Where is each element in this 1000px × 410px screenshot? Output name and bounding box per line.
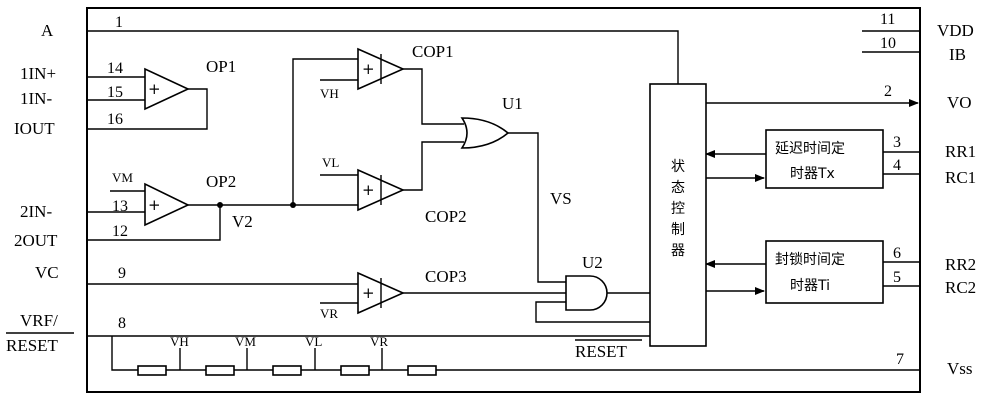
cop1-vh-label: VH [320, 86, 339, 101]
cop2-plus-sign: + [362, 181, 375, 199]
pin-label-vrf: VRF/ [20, 311, 58, 330]
ladder-vl-label: VL [305, 334, 322, 349]
wires [87, 30, 920, 371]
cop3-label: COP3 [425, 267, 467, 286]
u2-label: U2 [582, 253, 603, 272]
pin-label-2in-minus: 2IN- [20, 202, 52, 221]
pin-number-5: 5 [893, 269, 901, 286]
v2-label: V2 [232, 212, 253, 231]
pin-number-3: 3 [893, 134, 901, 151]
u1-or-gate [460, 117, 510, 149]
pin-label-rc2: RC2 [945, 278, 976, 297]
junction-cop-split [290, 202, 296, 208]
state-controller-char-2: 态 [671, 180, 685, 196]
pin-label-2out: 2OUT [14, 231, 58, 250]
pin-label-1in-minus: 1IN- [20, 89, 52, 108]
vs-label: VS [550, 189, 572, 208]
lock-timer-line-2: 时器Ti [790, 278, 830, 294]
cop2-vl-label: VL [322, 155, 339, 170]
op1-label: OP1 [206, 57, 236, 76]
op2-amplifier [144, 182, 190, 227]
pin-number-4: 4 [893, 157, 901, 174]
pin-label-a: A [41, 21, 54, 40]
op2-vm-label: VM [112, 170, 133, 185]
pin-number-11: 11 [880, 11, 895, 28]
pin-number-15: 15 [107, 84, 123, 101]
state-controller-char-5: 器 [671, 243, 685, 259]
state-controller-char-3: 控 [671, 201, 685, 217]
pin-label-vdd: VDD [937, 21, 974, 40]
lock-timer-line-1: 封锁时间定 [775, 252, 845, 268]
op2-label: OP2 [206, 172, 236, 191]
lock-timer-block [765, 240, 884, 304]
ladder-vh-label: VH [170, 334, 189, 349]
pin-number-13: 13 [112, 198, 128, 215]
pin-label-rr1: RR1 [945, 142, 976, 161]
delay-timer-line-2: 时器Tx [790, 166, 835, 182]
cop3-plus-sign: + [362, 284, 375, 302]
op1-plus-sign: + [148, 80, 161, 98]
pin-label-ib: IB [949, 45, 966, 64]
state-controller-char-1: 状 [671, 159, 685, 175]
resistor-5 [407, 365, 437, 376]
resistor-ladder [137, 365, 437, 376]
delay-timer-block [765, 129, 884, 189]
pin-label-reset: RESET [6, 336, 59, 355]
resistor-3 [272, 365, 302, 376]
resistor-1 [137, 365, 167, 376]
cop1-label: COP1 [412, 42, 454, 61]
pin-label-vc: VC [35, 263, 59, 282]
cop3-vr-label: VR [320, 306, 338, 321]
pin-label-rc1: RC1 [945, 168, 976, 187]
u2-and-gate [565, 275, 608, 311]
state-controller-char-4: 制 [671, 222, 685, 238]
ladder-vr-label: VR [370, 334, 388, 349]
u1-label: U1 [502, 94, 523, 113]
pin-number-8: 8 [118, 315, 126, 332]
pin-number-1: 1 [115, 14, 123, 31]
ladder-vm-label: VM [235, 334, 256, 349]
op1-amplifier [144, 67, 190, 111]
resistor-2 [205, 365, 235, 376]
pin-label-vo: VO [947, 93, 972, 112]
pin-number-2: 2 [884, 83, 892, 100]
resistor-4 [340, 365, 370, 376]
pin-number-16: 16 [107, 111, 123, 128]
pin-number-14: 14 [107, 60, 123, 77]
pin-number-12: 12 [112, 223, 128, 240]
pin-number-9: 9 [118, 265, 126, 282]
delay-timer-line-1: 延迟时间定 [775, 141, 845, 157]
junction-v2 [217, 202, 223, 208]
pin-number-10: 10 [880, 35, 896, 52]
pin-label-vss: Vss [947, 359, 973, 378]
reset-line-label: RESET [575, 342, 628, 361]
chip-outline [86, 7, 921, 393]
pin-label-1in-plus: 1IN+ [20, 64, 56, 83]
pin-label-iout: IOUT [14, 119, 55, 138]
state-controller-block [649, 83, 707, 347]
cop2-label: COP2 [425, 207, 467, 226]
cop1-plus-sign: + [362, 60, 375, 78]
pin-number-7: 7 [896, 351, 904, 368]
pin-number-6: 6 [893, 245, 901, 262]
op2-plus-sign: + [148, 196, 161, 214]
pin-label-rr2: RR2 [945, 255, 976, 274]
